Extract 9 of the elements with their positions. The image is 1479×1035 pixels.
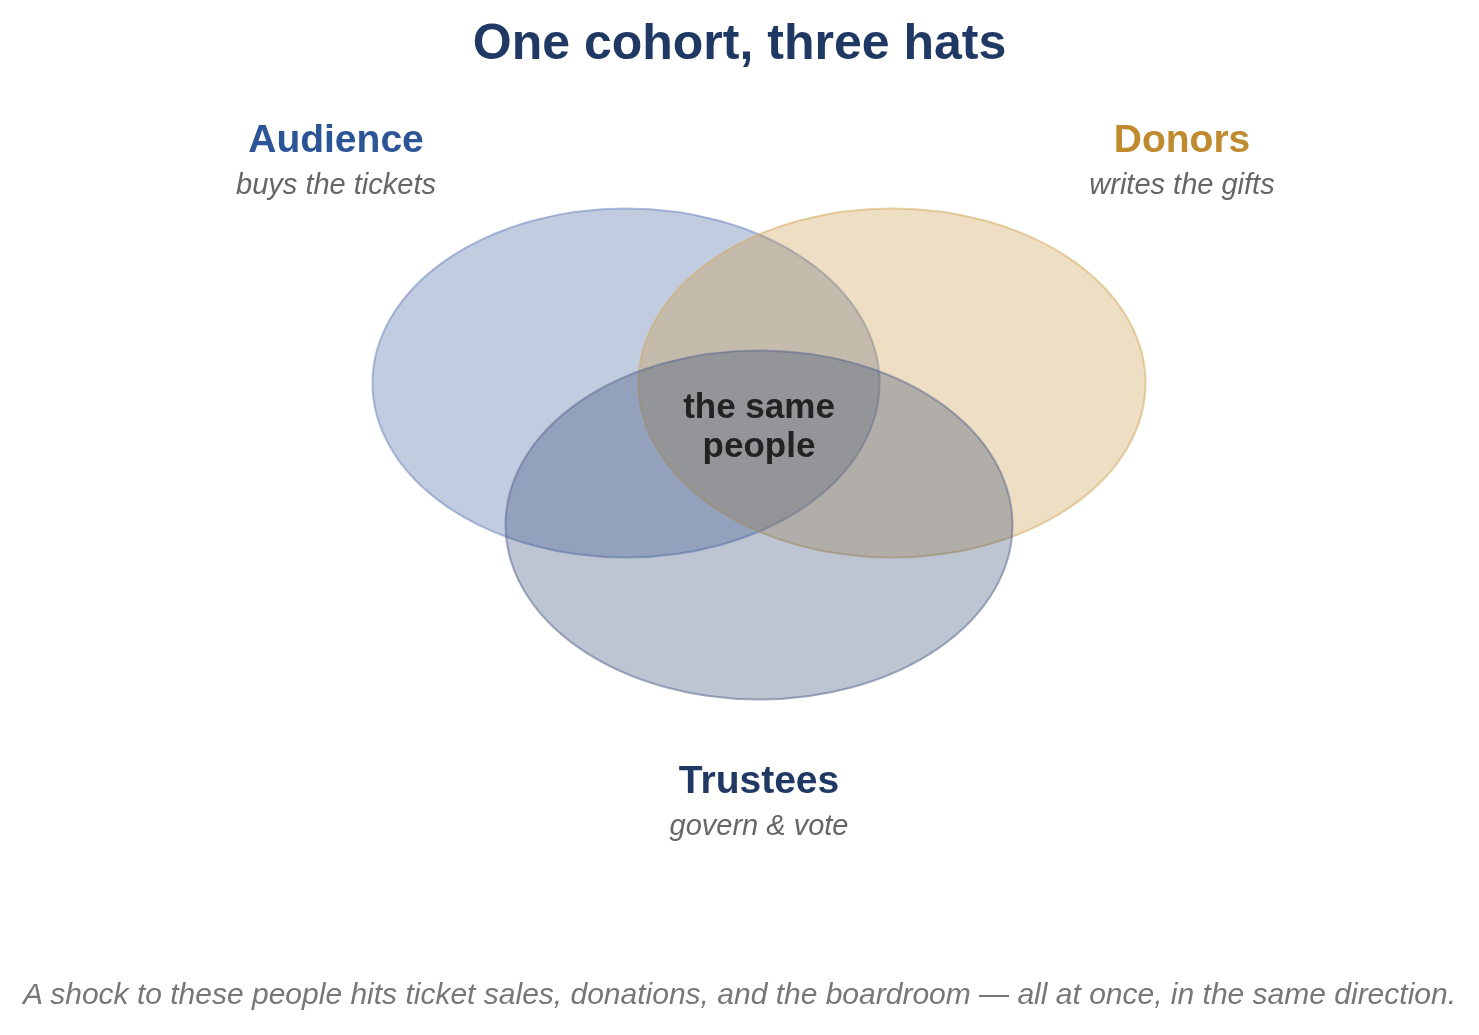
set-heading: Audience — [248, 116, 424, 162]
set-heading: Donors — [1113, 116, 1251, 162]
set-description: govern & vote — [669, 808, 849, 843]
set-heading: Trustees — [678, 757, 840, 803]
set-description: writes the gifts — [1089, 167, 1275, 202]
set-description: buys the tickets — [236, 167, 436, 202]
overlap-label: the same people — [682, 386, 836, 464]
diagram-title: One cohort, three hats — [471, 13, 1008, 72]
caption: A shock to these people hits ticket sales, donations, and the boardroom — all at once, in the same direction. — [20, 976, 1457, 1012]
